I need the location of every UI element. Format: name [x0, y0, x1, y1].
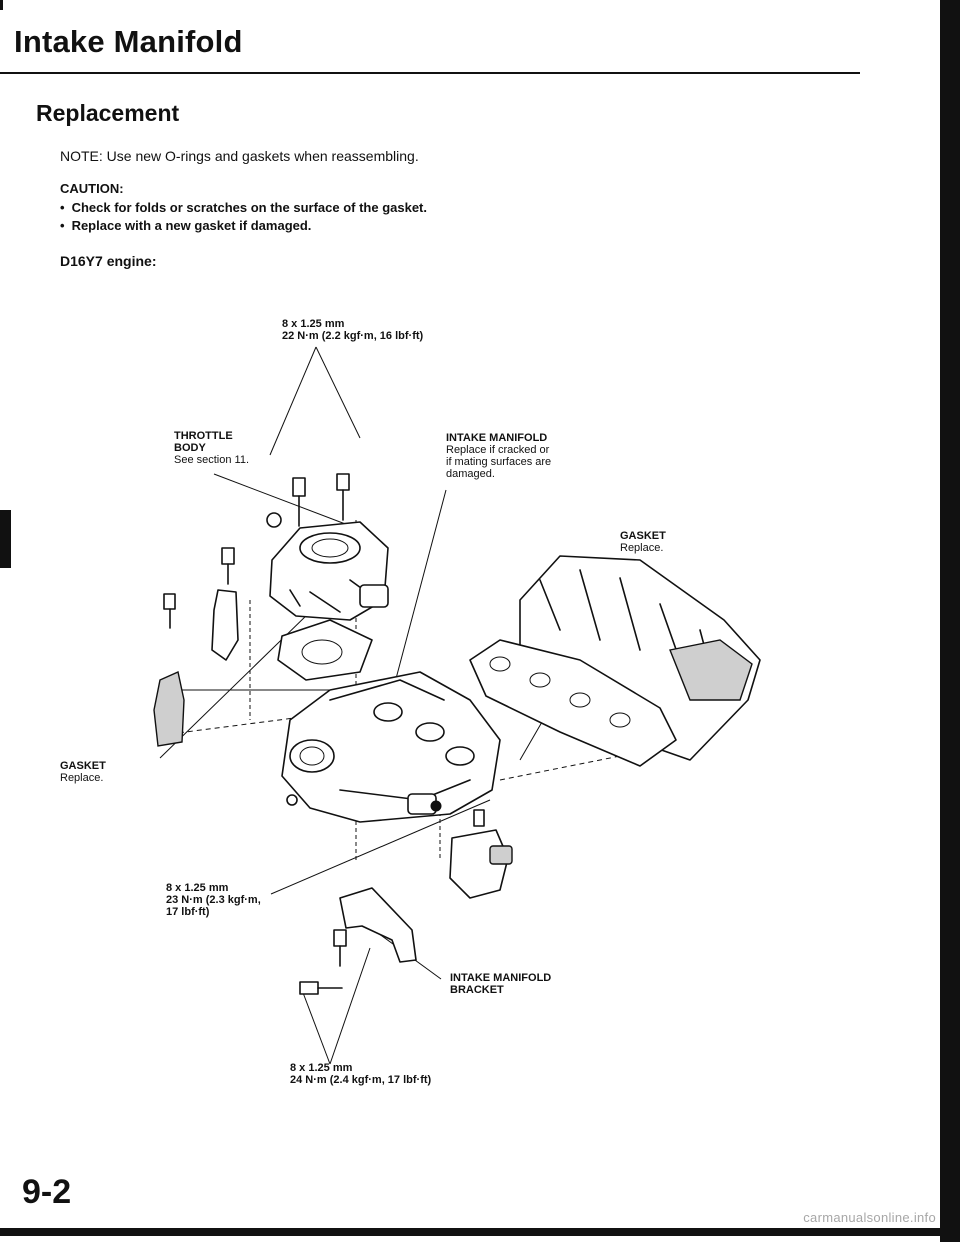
- part-name: GASKET: [620, 530, 666, 542]
- part-name: INTAKE MANIFOLD: [446, 432, 548, 444]
- title-rule: [0, 72, 860, 74]
- caution-title: CAUTION:: [60, 181, 124, 196]
- part-desc: Replace.: [60, 772, 104, 784]
- part-name: INTAKE MANIFOLD: [450, 972, 552, 984]
- part-desc: See section 11.: [174, 454, 250, 466]
- caution-item: Check for folds or scratches on the surf…: [60, 200, 427, 218]
- throttle-gasket: [277, 619, 373, 681]
- bolt-size: 8 x 1.25 mm: [282, 318, 345, 330]
- nut: [266, 512, 282, 528]
- callout-gasket-left: GASKET Replace.: [60, 760, 106, 784]
- bolt-torque: 23 N·m (2.3 kgf·m,: [166, 894, 261, 906]
- page-edge-bar: [940, 0, 960, 1242]
- callout-gasket-right: GASKET Replace.: [620, 530, 666, 554]
- caution-item: Replace with a new gasket if damaged.: [60, 218, 427, 236]
- throttle-body: [269, 521, 389, 621]
- note-text: NOTE: Use new O-rings and gaskets when r…: [60, 148, 419, 164]
- part-name: BODY: [174, 442, 206, 454]
- part-desc: damaged.: [446, 468, 495, 480]
- manifold-gasket: [469, 639, 677, 767]
- section-heading: Replacement: [36, 100, 180, 126]
- part-name: BRACKET: [450, 984, 504, 996]
- corner-mark: [0, 0, 3, 10]
- callout-bottom-bolt: 8 x 1.25 mm 24 N·m (2.4 kgf·m, 17 lbf·ft…: [290, 1062, 431, 1086]
- margin-tab: [0, 510, 11, 568]
- iac-valve: [449, 809, 513, 899]
- bolt-size: 8 x 1.25 mm: [166, 882, 229, 894]
- bolt-size: 8 x 1.25 mm: [290, 1062, 353, 1074]
- exploded-view-diagram: [153, 346, 761, 1065]
- page-title: Intake Manifold: [14, 24, 243, 59]
- part-name: THROTTLE: [174, 430, 233, 442]
- manifold-bracket: [299, 887, 417, 995]
- bolt-head: [336, 473, 350, 491]
- bottom-rule: [0, 1228, 940, 1236]
- callout-top-bolt: 8 x 1.25 mm 22 N·m (2.2 kgf·m, 16 lbf·ft…: [282, 318, 423, 342]
- page-number: 9-2: [22, 1173, 72, 1211]
- engine-label: D16Y7 engine:: [60, 253, 157, 269]
- bolt-torque: 24 N·m (2.4 kgf·m, 17 lbf·ft): [290, 1074, 432, 1086]
- bolt-head: [292, 477, 306, 497]
- part-desc: Replace if cracked or: [446, 444, 550, 456]
- callout-mid-bolt: 8 x 1.25 mm 23 N·m (2.3 kgf·m, 17 lbf·ft…: [166, 882, 261, 918]
- caution-list: Check for folds or scratches on the surf…: [60, 200, 427, 236]
- intake-manifold: [281, 671, 501, 823]
- bolt-torque: 17 lbf·ft): [166, 906, 210, 918]
- part-name: GASKET: [60, 760, 106, 772]
- top-bolts: [266, 473, 350, 528]
- part-desc: Replace.: [620, 542, 664, 554]
- part-desc: if mating surfaces are: [446, 456, 552, 468]
- callout-intake-manifold: INTAKE MANIFOLD Replace if cracked or if…: [446, 432, 551, 480]
- left-brackets: [153, 547, 239, 747]
- callout-throttle-body: THROTTLE BODY See section 11.: [174, 430, 249, 466]
- callout-manifold-bracket: INTAKE MANIFOLD BRACKET: [450, 972, 551, 996]
- bolt-torque: 22 N·m (2.2 kgf·m, 16 lbf·ft): [282, 330, 424, 342]
- watermark: carmanualsonline.info: [803, 1210, 936, 1225]
